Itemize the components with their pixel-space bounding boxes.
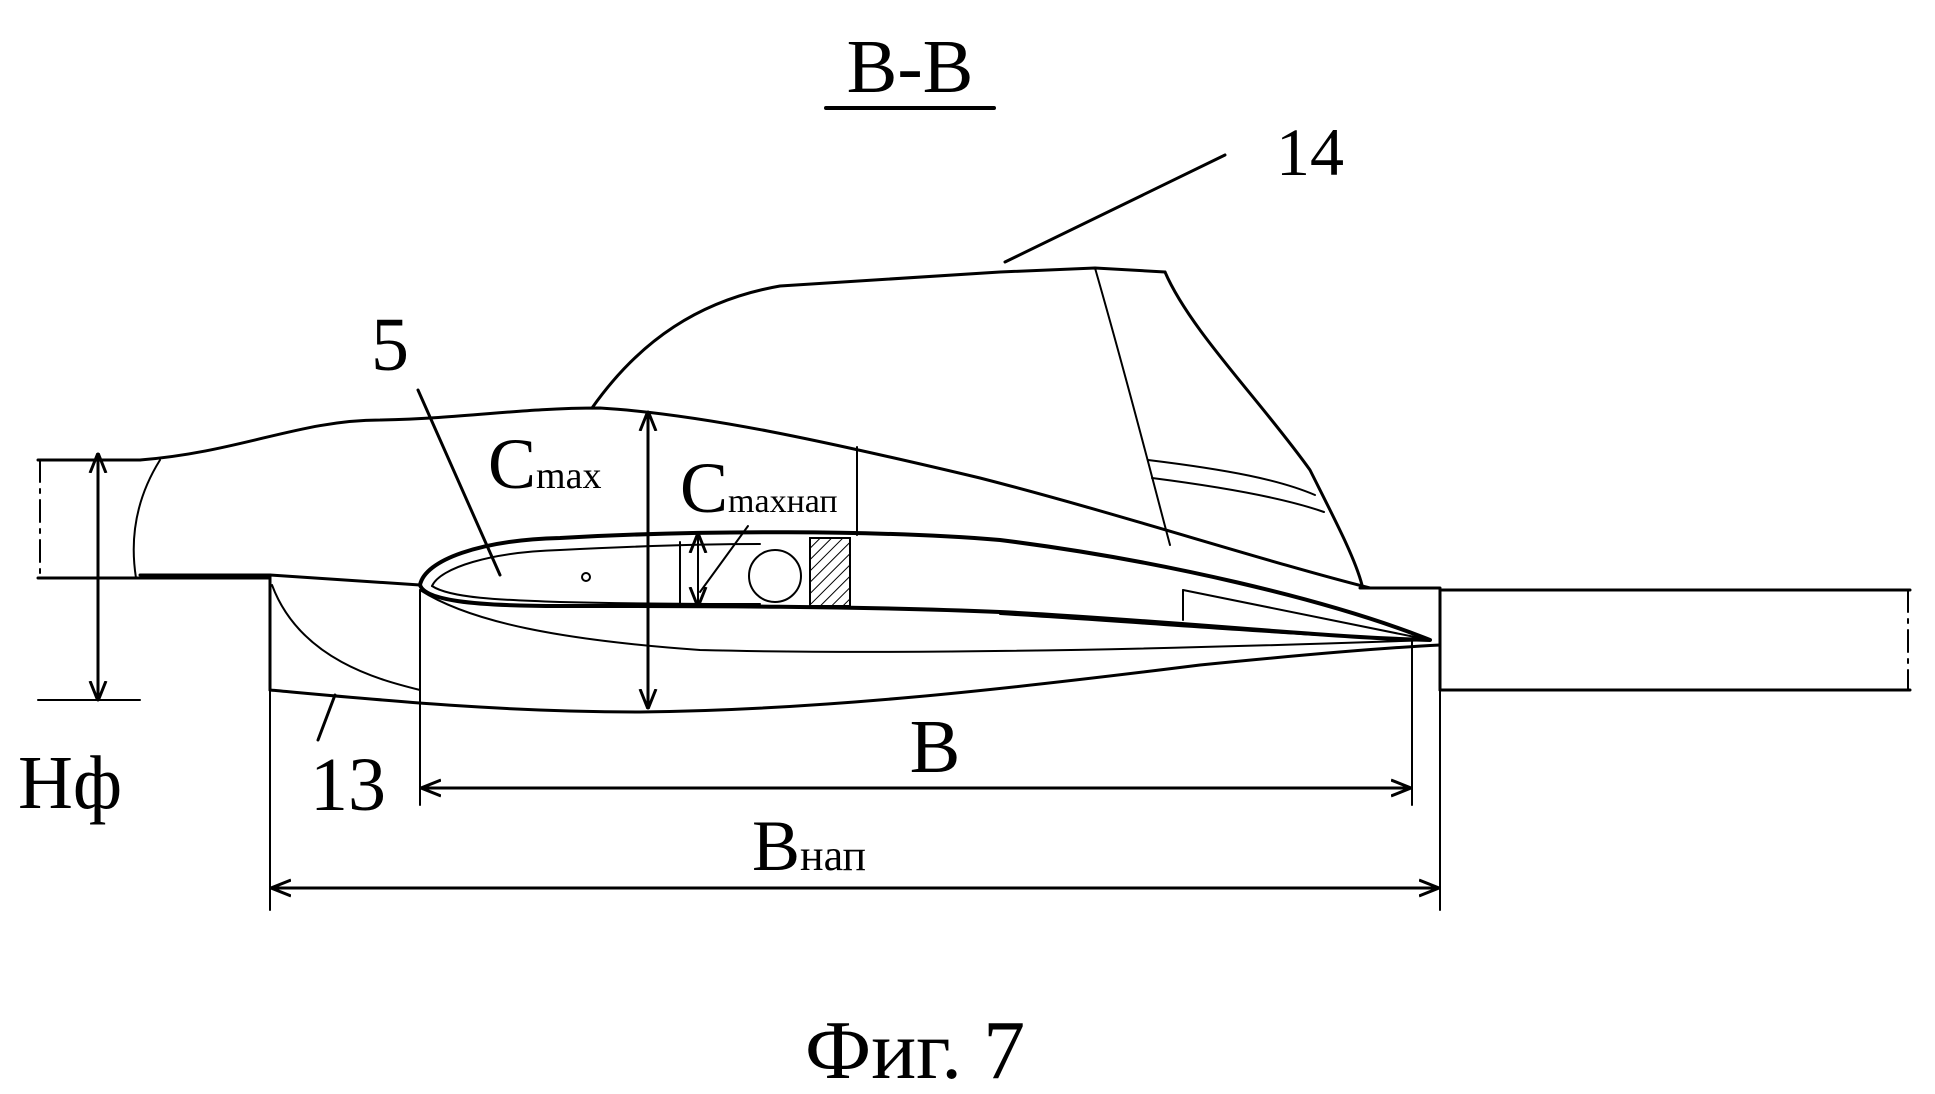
h-f-dimension: [37, 452, 141, 702]
fairing-upper-contour: [138, 406, 1372, 590]
label-c-max-nap: Cmaxнап: [680, 448, 838, 528]
leader-13: [316, 693, 337, 742]
section-label: B-B: [847, 25, 974, 109]
ref-label-5: 5: [371, 303, 409, 387]
label-b-nap: Bнап: [752, 806, 866, 886]
ref-label-14: 14: [1276, 114, 1344, 190]
label-b: B: [910, 705, 961, 789]
fuselage-left-stub: [36, 458, 272, 580]
label-h-f: Hф: [18, 741, 122, 825]
figure-caption: Фиг. 7: [805, 1004, 1025, 1094]
fuselage-right-stub: [1358, 586, 1912, 692]
ref-label-13: 13: [310, 743, 386, 827]
c-max-nap-dimension: [698, 525, 749, 607]
label-c-max: Cmax: [488, 424, 601, 504]
spar-hatch: [809, 537, 851, 607]
b-nap-dimension: [269, 689, 1441, 911]
b-dimension: [419, 589, 1413, 806]
canopy: [590, 266, 1364, 587]
leader-5: [416, 388, 502, 577]
wing-airfoil: [418, 530, 1432, 653]
leader-14: [1003, 153, 1227, 264]
wing-fairing: [138, 573, 1442, 714]
